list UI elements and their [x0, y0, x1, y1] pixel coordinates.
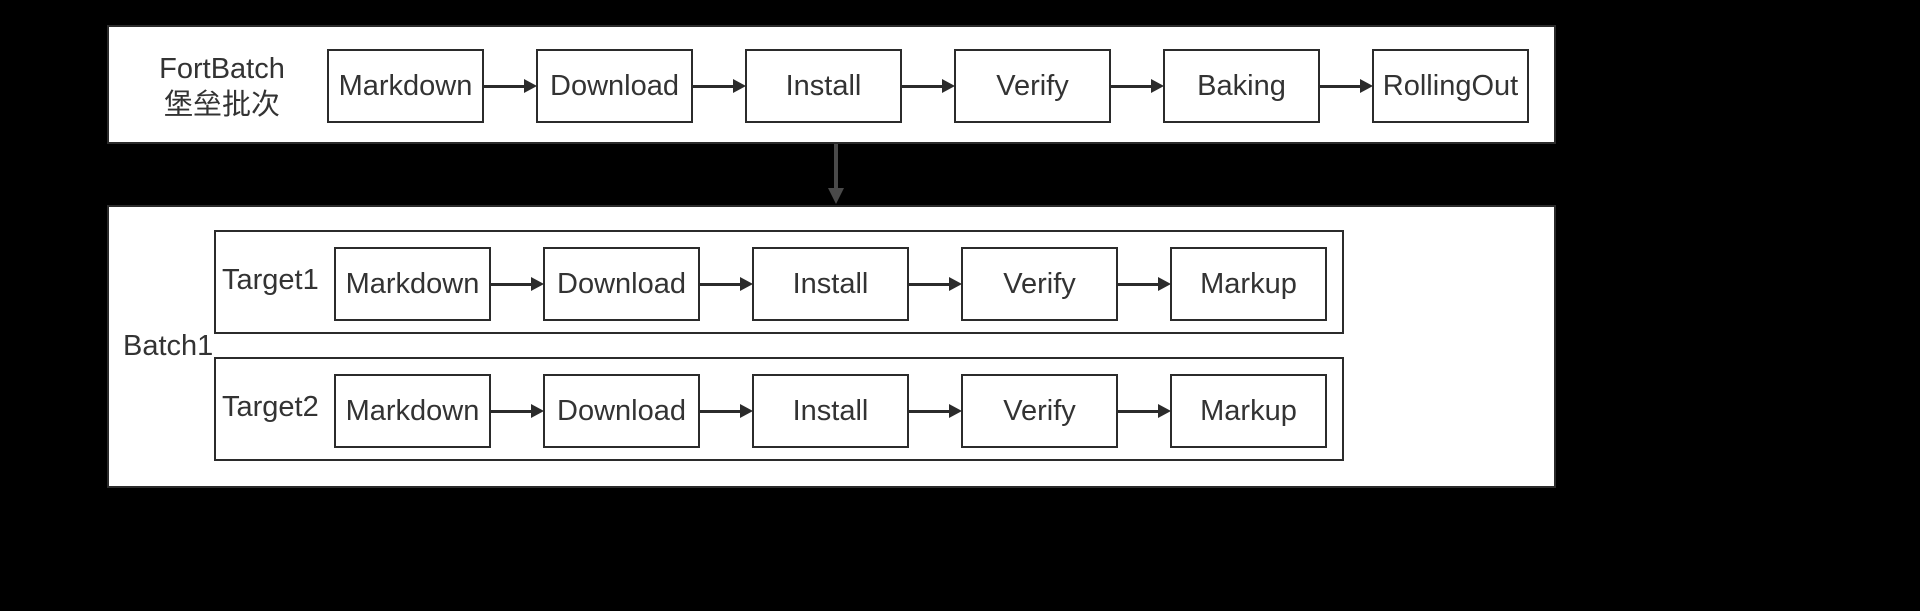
down-arrow-head: [828, 188, 844, 204]
node-target2-install[interactable]: Install: [752, 374, 909, 448]
node-target2-markup[interactable]: Markup: [1170, 374, 1327, 448]
batch-panel: Batch1 Target1 Markdown Download Install…: [107, 205, 1556, 488]
arrow-right-icon: [909, 374, 962, 448]
batch-group-label: Batch1: [123, 330, 214, 362]
arrow-right-icon: [1118, 247, 1171, 321]
node-target1-download[interactable]: Download: [543, 247, 700, 321]
target-2-flow-row: Markdown Download Install Verify Markup: [334, 374, 1327, 448]
node-fortbatch-markdown[interactable]: Markdown: [327, 49, 484, 123]
arrow-right-icon: [700, 374, 753, 448]
target-panel-1: Target1 Markdown Download Install Verify…: [214, 230, 1344, 334]
down-arrow-icon: [828, 144, 844, 206]
fortbatch-flow-row: Markdown Download Install Verify Baking …: [327, 49, 1529, 123]
arrow-right-icon: [1111, 49, 1164, 123]
node-target1-install[interactable]: Install: [752, 247, 909, 321]
target-1-flow-row: Markdown Download Install Verify Markup: [334, 247, 1327, 321]
arrow-right-icon: [1118, 374, 1171, 448]
node-target2-markdown[interactable]: Markdown: [334, 374, 491, 448]
fortbatch-panel: FortBatch 堡垒批次 Markdown Download Install…: [107, 25, 1556, 144]
down-arrow-stem: [834, 144, 838, 190]
target-panel-2: Target2 Markdown Download Install Verify…: [214, 357, 1344, 461]
fortbatch-group-label: FortBatch 堡垒批次: [117, 51, 327, 123]
node-target1-markdown[interactable]: Markdown: [334, 247, 491, 321]
node-fortbatch-install[interactable]: Install: [745, 49, 902, 123]
fortbatch-label-line2: 堡垒批次: [163, 89, 280, 121]
arrow-right-icon: [484, 49, 537, 123]
arrow-right-icon: [902, 49, 955, 123]
node-fortbatch-baking[interactable]: Baking: [1163, 49, 1320, 123]
arrow-right-icon: [1320, 49, 1373, 123]
node-target2-verify[interactable]: Verify: [961, 374, 1118, 448]
target-label-2: Target2: [222, 391, 319, 423]
node-fortbatch-verify[interactable]: Verify: [954, 49, 1111, 123]
target-label-1: Target1: [222, 264, 319, 296]
node-target2-download[interactable]: Download: [543, 374, 700, 448]
node-fortbatch-download[interactable]: Download: [536, 49, 693, 123]
node-target1-verify[interactable]: Verify: [961, 247, 1118, 321]
arrow-right-icon: [693, 49, 746, 123]
arrow-right-icon: [491, 247, 544, 321]
fortbatch-label-line1: FortBatch: [159, 53, 285, 85]
node-target1-markup[interactable]: Markup: [1170, 247, 1327, 321]
arrow-right-icon: [491, 374, 544, 448]
arrow-right-icon: [700, 247, 753, 321]
arrow-right-icon: [909, 247, 962, 321]
node-fortbatch-rollingout[interactable]: RollingOut: [1372, 49, 1529, 123]
